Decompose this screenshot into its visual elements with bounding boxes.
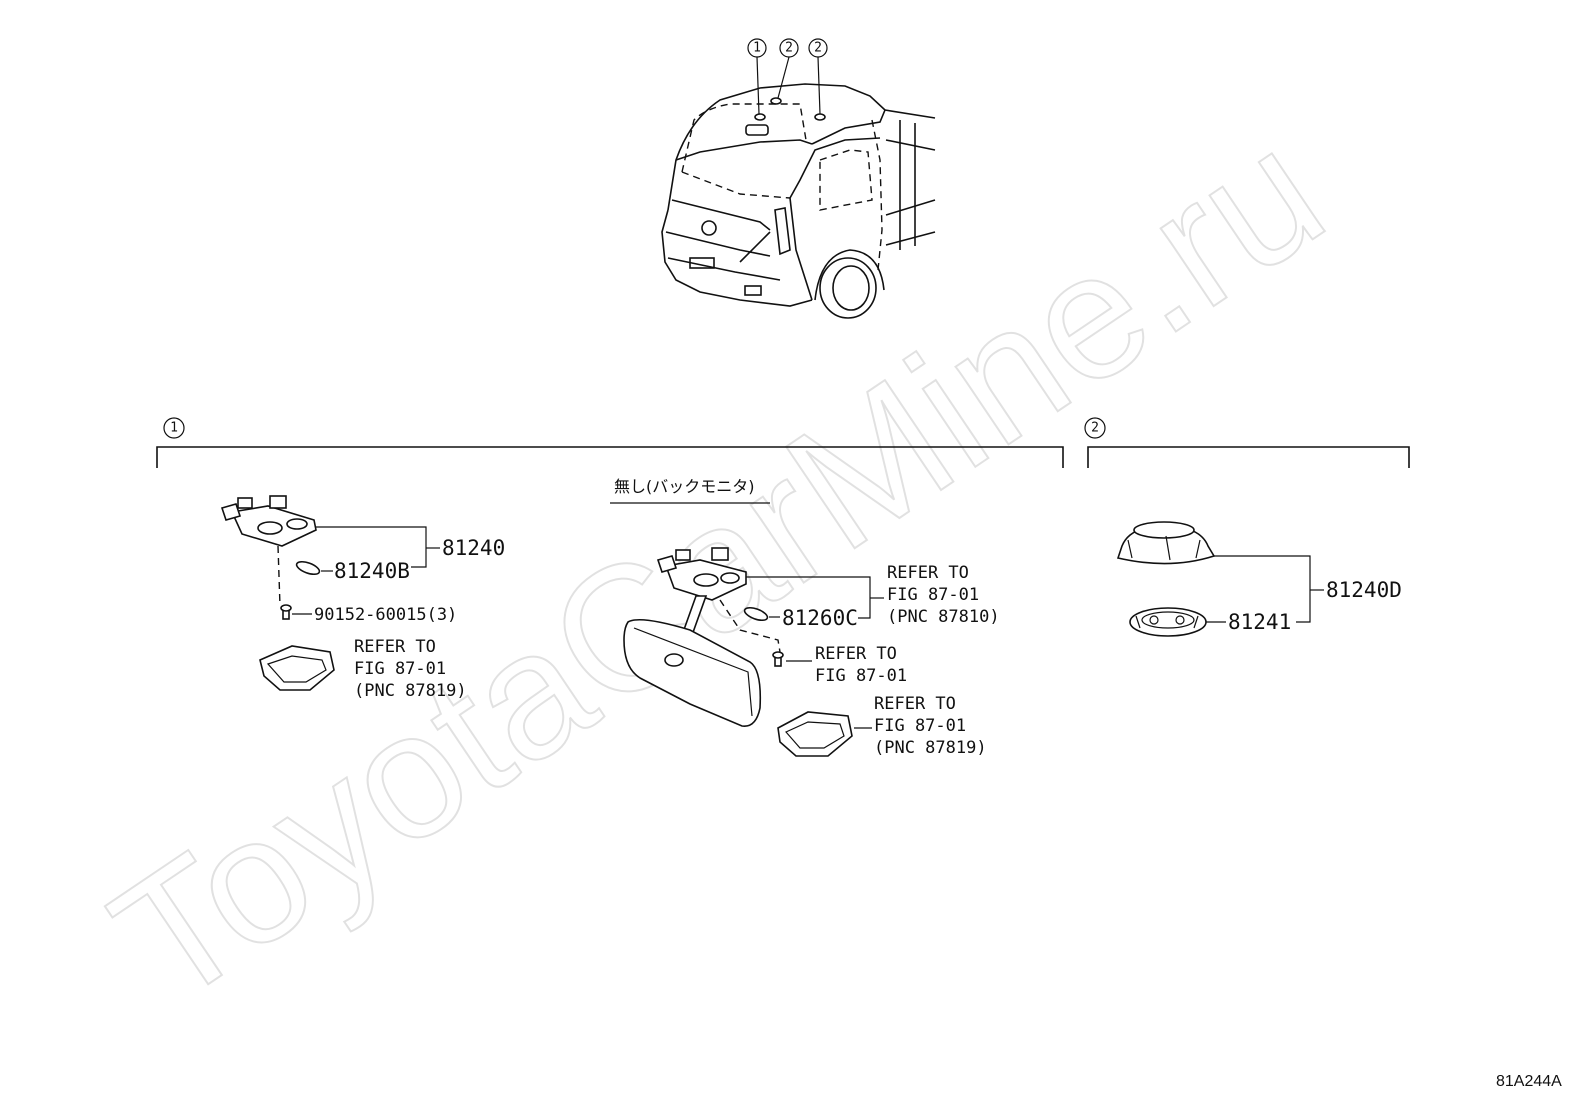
truck-illustration <box>661 56 936 319</box>
locator-mark-2a: 2 <box>779 38 799 58</box>
room-lamp-assembly-left <box>220 495 317 607</box>
cover-middle <box>777 711 853 757</box>
part-81240: 81240 <box>442 536 505 560</box>
ref-mid-cover: REFER TO FIG 87-01 (PNC 87819) <box>874 694 987 758</box>
section-bracket-1 <box>156 446 1064 468</box>
svg-text:FIG 87-01: FIG 87-01 <box>354 659 446 679</box>
svg-text:REFER TO: REFER TO <box>874 694 956 714</box>
bulb-81260C <box>743 606 769 622</box>
svg-text:FIG 87-01: FIG 87-01 <box>887 585 979 605</box>
part-90152-60015: 90152-60015(3) <box>314 605 457 625</box>
svg-text:1: 1 <box>170 421 178 436</box>
svg-text:(PNC 87819): (PNC 87819) <box>874 738 987 758</box>
screw-middle <box>772 651 784 667</box>
screw-90152 <box>280 604 292 620</box>
mirror-lamp-assembly <box>623 547 781 727</box>
cover-left <box>259 645 335 691</box>
svg-text:(PNC 87810): (PNC 87810) <box>887 607 1000 627</box>
variant-label: 無し(バックモニタ) <box>614 477 755 496</box>
part-81260C: 81260C <box>782 606 858 630</box>
locator-mark-2b: 2 <box>808 38 828 58</box>
svg-text:(PNC 87819): (PNC 87819) <box>354 681 467 701</box>
svg-text:2: 2 <box>814 41 822 56</box>
ref-left-cover: REFER TO FIG 87-01 (PNC 87819) <box>354 637 467 701</box>
bulb-81240B <box>295 560 321 576</box>
svg-text:1: 1 <box>753 41 761 56</box>
svg-text:REFER TO: REFER TO <box>815 644 897 664</box>
section-bracket-2 <box>1087 446 1410 468</box>
svg-text:2: 2 <box>785 41 793 56</box>
locator-mark-1: 1 <box>747 38 767 58</box>
section-mark-1: 1 <box>163 417 185 439</box>
svg-text:2: 2 <box>1091 421 1099 436</box>
svg-text:REFER TO: REFER TO <box>354 637 436 657</box>
part-81240B: 81240B <box>334 559 410 583</box>
figure-code: 81A244A <box>1496 1073 1562 1090</box>
dome-lamp-lens <box>1116 521 1216 565</box>
svg-text:FIG 87-01: FIG 87-01 <box>815 666 907 686</box>
ref-mid-top: REFER TO FIG 87-01 (PNC 87810) <box>887 563 1000 627</box>
section-mark-2: 2 <box>1084 417 1106 439</box>
part-81241: 81241 <box>1228 610 1291 634</box>
dome-lamp-base-81241 <box>1129 607 1207 637</box>
ref-mid-screw: REFER TO FIG 87-01 <box>815 644 907 686</box>
svg-text:REFER TO: REFER TO <box>887 563 969 583</box>
svg-text:FIG 87-01: FIG 87-01 <box>874 716 966 736</box>
part-81240D: 81240D <box>1326 578 1402 602</box>
